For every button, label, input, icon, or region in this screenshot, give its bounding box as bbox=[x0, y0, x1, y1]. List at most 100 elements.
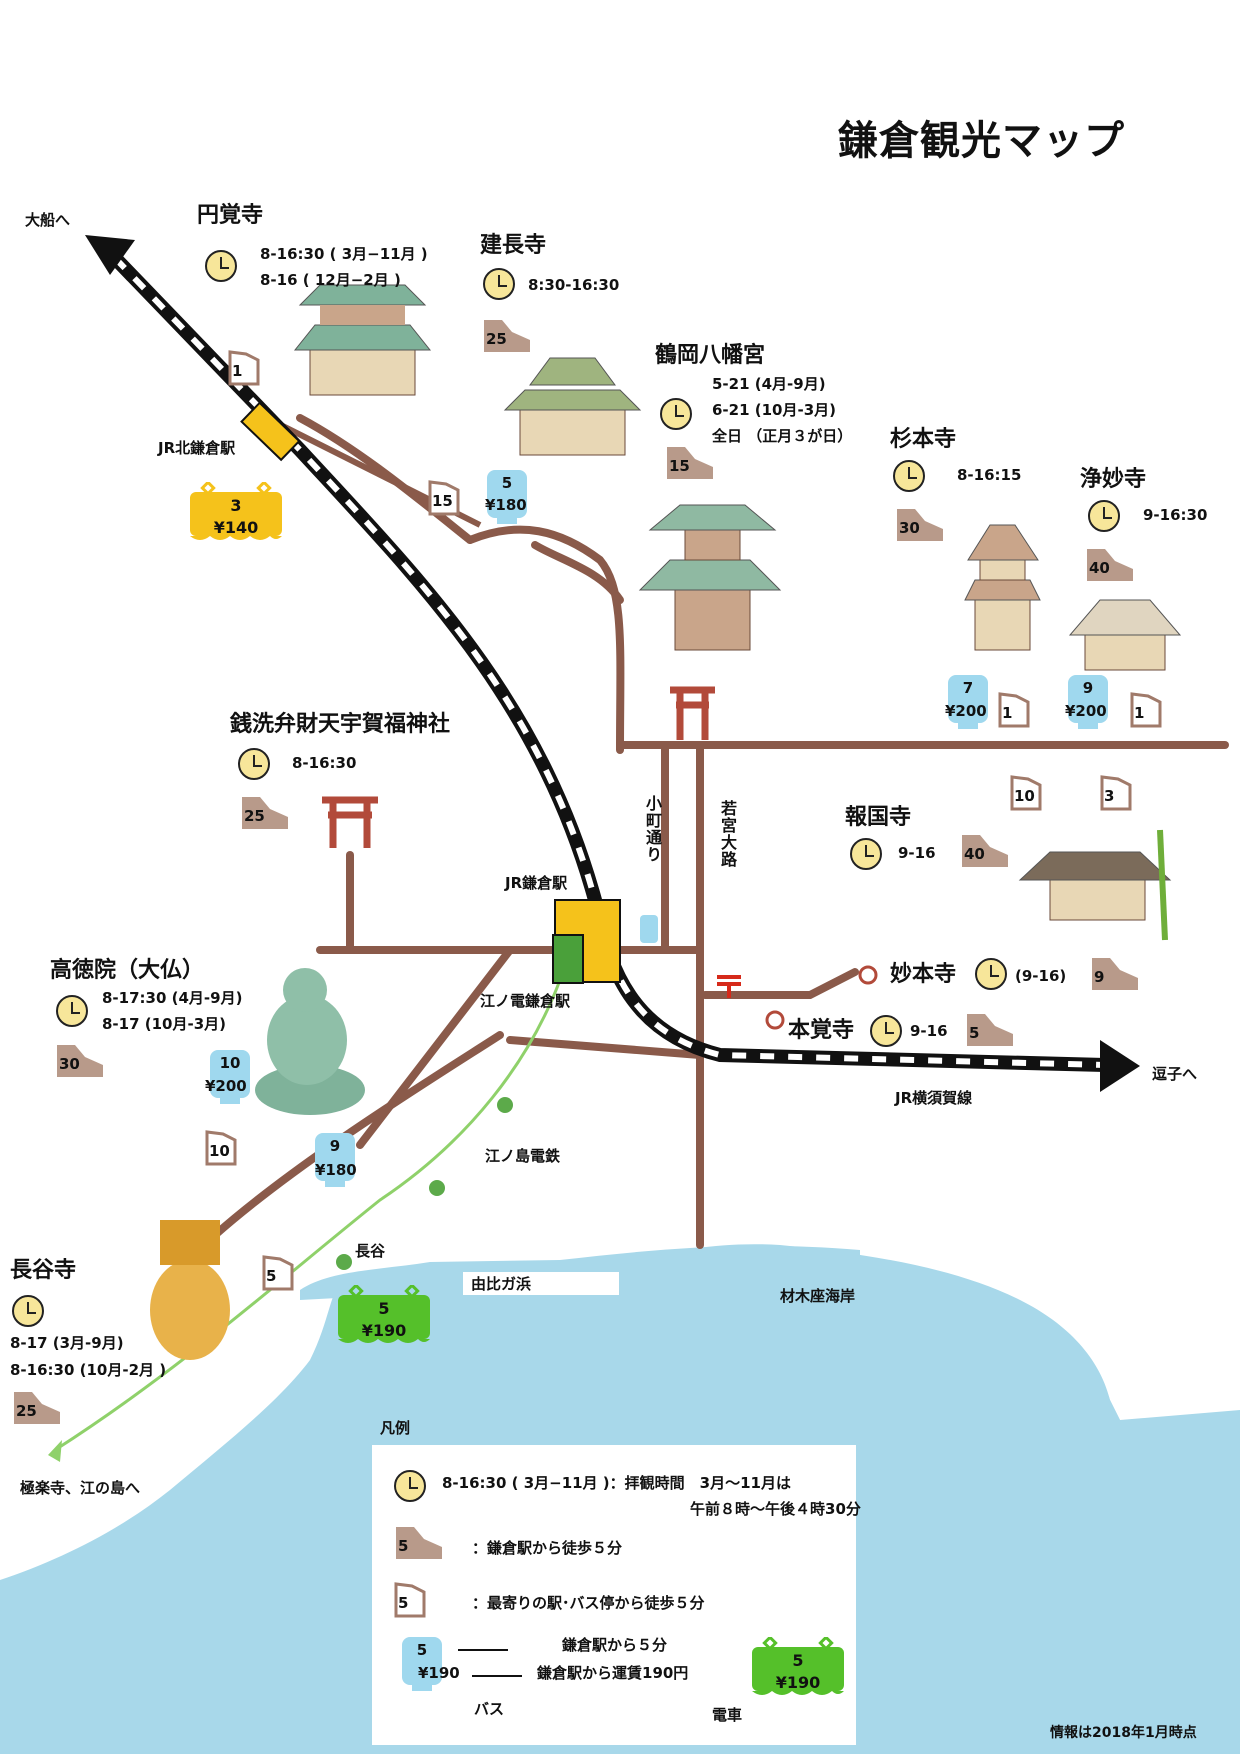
enoden-kamakura-station bbox=[552, 934, 584, 984]
station-kitakamakura: JR北鎌倉駅 bbox=[158, 439, 236, 457]
clock-icon bbox=[394, 1470, 426, 1502]
bus-icon: 9 bbox=[1068, 675, 1108, 733]
coast-right bbox=[1020, 1300, 1240, 1754]
hachimangu-hours-2: 6-21 (10月-3月) bbox=[712, 401, 837, 419]
hongakuji-marker bbox=[765, 1010, 785, 1030]
clock-icon bbox=[205, 250, 237, 282]
clock-icon bbox=[660, 398, 692, 430]
jr-train-icon: 3 ¥140 bbox=[190, 482, 282, 544]
shrine-hachimangu-icon bbox=[638, 504, 782, 651]
jomyoji-name: 浄妙寺 bbox=[1080, 467, 1147, 492]
walk-nearest-icon: 1 bbox=[1130, 692, 1180, 728]
direction-ofuna: 大船へ bbox=[25, 211, 71, 229]
clock-icon bbox=[56, 995, 88, 1027]
hasedera-hours-1: 8-17 (3月-9月) bbox=[10, 1334, 124, 1352]
tram-icon: 5 ¥190 bbox=[752, 1637, 844, 1699]
jomyoji-walk-nearest: 1 bbox=[1134, 704, 1145, 722]
bus-icon: 5 bbox=[402, 1637, 442, 1695]
hachimangu-hours-3: 全日 （正月３が日） bbox=[712, 427, 853, 445]
kotokuin-hours-1: 8-17:30 (4月-9月) bbox=[102, 989, 243, 1007]
hachimangu-name: 鶴岡八幡宮 bbox=[655, 343, 766, 368]
kenchoji-hours: 8:30-16:30 bbox=[528, 276, 620, 294]
hachimangu-walk: 15 bbox=[669, 457, 690, 475]
walk-nearest-icon: 10 bbox=[1010, 775, 1060, 811]
bus-icon: 5 bbox=[487, 470, 527, 528]
station-kamakura: JR鎌倉駅 bbox=[505, 874, 568, 892]
torii-icon bbox=[322, 796, 378, 848]
walk-kamakura-icon: 30 bbox=[55, 1043, 105, 1079]
myohonji-walk: 9 bbox=[1094, 968, 1105, 986]
temple-sugimotodera-icon bbox=[964, 524, 1041, 651]
legend-clock-text: 8-16:30 ( 3月−11月 )：拝観時間 3月〜11月は bbox=[442, 1474, 791, 1492]
kenchoji-walk: 25 bbox=[486, 330, 507, 348]
jomyoji-fare: ¥200 bbox=[1065, 702, 1107, 720]
kenchoji-bus: 5 bbox=[501, 474, 513, 492]
arrow-zushi bbox=[1100, 1040, 1140, 1092]
street-wakamiya: 若宮大路 bbox=[718, 800, 737, 868]
hasedera-walk: 25 bbox=[16, 1402, 37, 1420]
legend-bus-min-text: 鎌倉駅から５分 bbox=[562, 1636, 668, 1654]
roads bbox=[211, 414, 1229, 1249]
jomyoji-hours: 9-16:30 bbox=[1143, 506, 1208, 524]
hongakuji-walk: 5 bbox=[969, 1024, 980, 1042]
jr-line bbox=[109, 253, 1106, 1072]
legend-bus-label: バス bbox=[474, 1700, 505, 1718]
walk-kamakura-icon: 25 bbox=[12, 1390, 62, 1426]
kotokuin-hours-2: 8-17 (10月-3月) bbox=[102, 1015, 227, 1033]
walk-nearest-icon: 5 bbox=[394, 1582, 444, 1618]
kenchoji-fare: ¥180 bbox=[485, 496, 527, 514]
temple-jomyoji-icon bbox=[1068, 599, 1182, 671]
sugimotodera-fare: ¥200 bbox=[945, 702, 987, 720]
clock-icon bbox=[483, 268, 515, 300]
hokokuji-name: 報国寺 bbox=[845, 805, 912, 830]
walk-kamakura-icon: 15 bbox=[665, 445, 715, 481]
hachimangu-hours-1: 5-21 (4月-9月) bbox=[712, 375, 826, 393]
arrow-ofuna bbox=[85, 235, 135, 275]
clock-icon bbox=[893, 460, 925, 492]
walk-nearest-icon: 10 bbox=[205, 1130, 255, 1166]
engakuji-hours-2: 8-16 ( 12月−2月 ) bbox=[260, 271, 401, 289]
kannon-icon bbox=[150, 1220, 230, 1360]
sugimotodera-walk-nearest: 1 bbox=[1002, 704, 1013, 722]
direction-zushi: 逗子へ bbox=[1152, 1065, 1198, 1083]
clock-icon bbox=[238, 748, 270, 780]
sugimotodera-walk: 30 bbox=[899, 519, 920, 537]
hase-tram-fare: ¥190 bbox=[361, 1321, 407, 1340]
coast-zaimokuza: 材木座海岸 bbox=[780, 1287, 856, 1305]
hase-tram-min: 5 bbox=[378, 1299, 390, 1318]
post-office-icon bbox=[717, 975, 741, 998]
kenchoji-walk-nearest: 15 bbox=[432, 492, 453, 510]
jomyoji-bus: 9 bbox=[1082, 679, 1094, 697]
engakuji-hours-1: 8-16:30 ( 3月−11月 ) bbox=[260, 245, 428, 263]
legend-line bbox=[458, 1649, 508, 1651]
myohonji-hours: (9-16) bbox=[1015, 967, 1067, 985]
legend-walk-kamakura-num: 5 bbox=[398, 1537, 409, 1555]
engakuji-walk-nearest: 1 bbox=[232, 362, 243, 380]
temple-kenchoji-icon bbox=[503, 357, 642, 456]
walk-nearest-icon: 1 bbox=[998, 692, 1048, 728]
tram-icon: 5 ¥190 bbox=[338, 1285, 430, 1347]
temple-engakuji-icon bbox=[293, 284, 432, 396]
legend-walk-nearest-num: 5 bbox=[398, 1594, 409, 1612]
hokokuji-walk-nearest-a: 10 bbox=[1014, 787, 1035, 805]
hongakuji-name: 本覚寺 bbox=[788, 1018, 855, 1043]
legend-bus-fare: ¥190 bbox=[418, 1664, 460, 1682]
bus-icon: 9 bbox=[315, 1133, 355, 1191]
bus-icon: 7 bbox=[948, 675, 988, 733]
kotokuin-name: 高徳院（大仏） bbox=[50, 958, 205, 983]
torii-icon bbox=[670, 686, 715, 740]
clock-icon bbox=[1088, 500, 1120, 532]
sugimotodera-hours: 8-16:15 bbox=[957, 466, 1022, 484]
legend-tram-num: 5 bbox=[792, 1651, 804, 1670]
direction-gokurakuji: 極楽寺、江の島へ bbox=[20, 1479, 141, 1497]
walk-nearest-icon: 5 bbox=[262, 1255, 312, 1291]
legend-walk-nearest-text: ：最寄りの駅･バス停から徒歩５分 bbox=[472, 1594, 705, 1612]
hongakuji-hours: 9-16 bbox=[910, 1022, 948, 1040]
clock-icon bbox=[12, 1295, 44, 1327]
sugimotodera-name: 杉本寺 bbox=[890, 427, 957, 452]
hasedera-walk-nearest: 5 bbox=[266, 1267, 277, 1285]
enoden-stop bbox=[497, 1097, 513, 1113]
walk-kamakura-icon: 5 bbox=[394, 1525, 444, 1561]
arrow-gokurakuji bbox=[48, 1440, 62, 1462]
clock-icon bbox=[850, 838, 882, 870]
